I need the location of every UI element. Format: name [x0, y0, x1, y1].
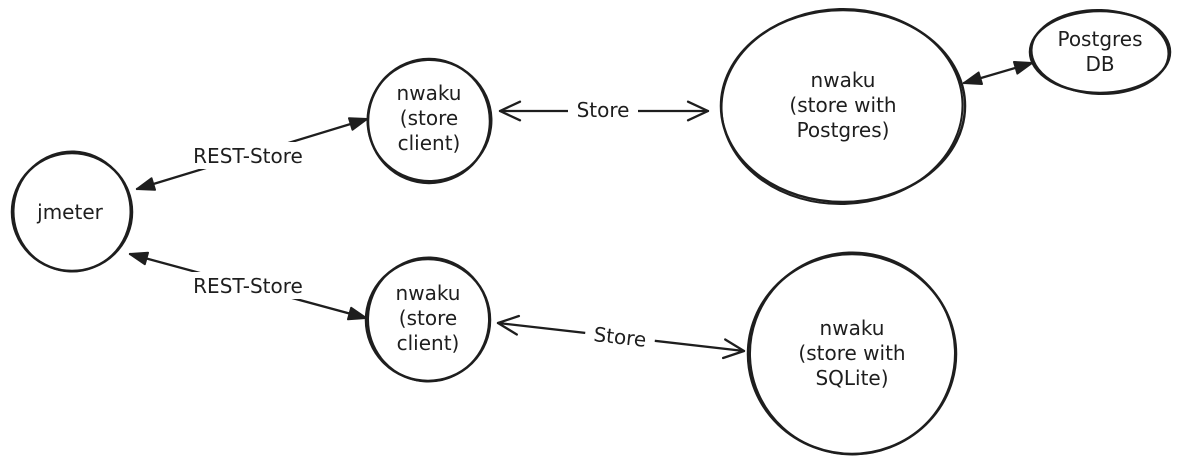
edge-label-bg: [187, 272, 309, 299]
arrowhead: [129, 251, 149, 266]
arrowhead-open: [498, 100, 522, 122]
edge-store-bottom-label-group: Store: [583, 319, 657, 355]
jmeter-label: jmeter: [36, 200, 103, 224]
node-store-sqlite: nwaku (store with SQLite): [746, 251, 958, 456]
store-postgres-label-line2: (store with: [789, 93, 896, 117]
edge-rest-store-bottom-label: REST-Store: [193, 274, 303, 298]
node-jmeter: jmeter: [10, 150, 134, 273]
store-sqlite-label-line1: nwaku: [820, 316, 885, 340]
arrowhead-open: [686, 100, 710, 122]
edge-label-bg: [568, 96, 638, 124]
store-client-bottom-label-line1: nwaku: [396, 281, 461, 305]
postgres-db-circle-overstroke: [1030, 8, 1170, 96]
arrowhead-open: [496, 314, 521, 336]
edge-label-bg: [583, 319, 657, 355]
arrowhead: [1013, 61, 1033, 75]
node-store-postgres: nwaku (store with Postgres): [719, 8, 967, 206]
arrowhead-open: [721, 338, 746, 360]
edge-rest-store-bottom: REST-Store: [128, 251, 368, 321]
store-postgres-label-line1: nwaku: [811, 68, 876, 92]
store-sqlite-label-line2: (store with: [798, 341, 905, 365]
edge-postgres-link: [962, 61, 1034, 85]
arrowhead: [963, 71, 983, 85]
arrowhead: [347, 306, 367, 321]
edge-store-top: Store: [498, 96, 710, 124]
store-postgres-circle-overstroke: [720, 8, 964, 206]
node-store-client-top: nwaku (store client): [366, 57, 493, 185]
node-store-client-bottom: nwaku (store client): [364, 256, 492, 383]
postgres-db-label-line2: DB: [1085, 52, 1114, 76]
store-client-bottom-label-line2: (store: [399, 306, 457, 330]
store-client-bottom-label-line3: client): [397, 331, 460, 355]
jmeter-circle-overstroke: [12, 150, 132, 273]
edge-rest-store-top: REST-Store: [135, 117, 369, 191]
postgres-db-circle: [1028, 9, 1172, 95]
edge-label-bg: [187, 142, 309, 169]
edge-rest-store-top-label: REST-Store: [193, 144, 303, 168]
store-sqlite-label-line3: SQLite): [815, 366, 888, 390]
store-client-bottom-circle-overstroke: [367, 256, 491, 383]
postgres-db-label-line1: Postgres: [1057, 27, 1142, 51]
store-sqlite-circle-overstroke: [748, 251, 956, 456]
edge-store-top-label: Store: [577, 98, 630, 122]
store-client-top-label-line3: client): [398, 131, 461, 155]
arrowhead: [348, 117, 368, 131]
store-client-top-label-line1: nwaku: [397, 81, 462, 105]
store-client-top-label-line2: (store: [400, 106, 458, 130]
node-postgres-db: Postgres DB: [1028, 8, 1172, 96]
arrowhead: [136, 177, 156, 191]
store-client-top-circle-overstroke: [366, 58, 493, 182]
edge-store-bottom-label: Store: [592, 322, 647, 352]
edge-store-bottom: Store: [496, 314, 746, 360]
store-postgres-label-line3: Postgres): [797, 118, 890, 142]
